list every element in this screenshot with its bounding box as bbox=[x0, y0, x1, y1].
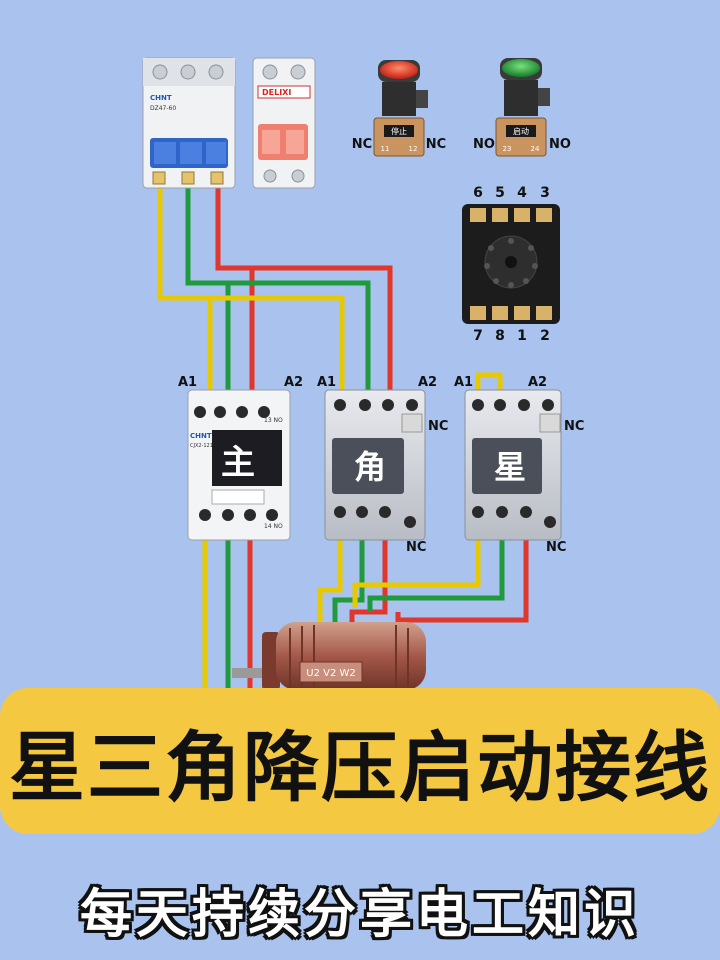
wire-star-out-green bbox=[367, 512, 505, 612]
banner-title: 星三角降压启动接线 bbox=[9, 723, 711, 812]
main-aux-top: 13 NO bbox=[264, 417, 283, 424]
delta-contactor-label: 角 bbox=[354, 448, 386, 486]
main-breaker: CHNT DZ47-60 bbox=[142, 57, 236, 189]
star-aux-bottom: NC bbox=[546, 540, 566, 555]
main-model: CJX2-1210 bbox=[190, 443, 216, 449]
stop-right-term: 12 bbox=[409, 145, 418, 153]
footer-text: 每天持续分享电工知识 bbox=[79, 884, 640, 945]
wire-star-out-yellow bbox=[352, 512, 481, 608]
stop-button-label: 停止 bbox=[391, 126, 407, 136]
stop-button-cap[interactable] bbox=[380, 61, 418, 79]
relay-pin-5: 5 bbox=[495, 185, 505, 201]
motor: U2 V2 W2 bbox=[232, 622, 426, 690]
star-contactor: A1 A2 NC 星 NC bbox=[454, 375, 584, 555]
wire-star-out-red bbox=[395, 512, 529, 623]
star-coil-a1: A1 bbox=[454, 375, 473, 390]
start-button-label: 启动 bbox=[513, 126, 529, 136]
breaker-model: DZ47-60 bbox=[150, 105, 176, 112]
star-contactor-label: 星 bbox=[494, 448, 526, 486]
control-breaker: DELIXI bbox=[252, 57, 316, 189]
wire-l2-green bbox=[185, 185, 231, 405]
stop-button[interactable]: 停止 11 12 NC NC bbox=[352, 60, 446, 157]
start-right-contact: NO bbox=[549, 137, 571, 152]
wire-l1-yellow bbox=[157, 185, 213, 405]
start-left-contact: NO bbox=[473, 137, 495, 152]
star-aux-top: NC bbox=[564, 419, 584, 434]
stop-right-contact: NC bbox=[426, 137, 446, 152]
delta-contactor: A1 A2 NC 角 NC bbox=[317, 375, 448, 555]
breaker-brand: CHNT bbox=[150, 94, 172, 102]
star-coil-a2: A2 bbox=[528, 375, 547, 390]
wire-delta-red bbox=[252, 265, 393, 405]
relay-pin-7: 7 bbox=[473, 328, 483, 344]
delta-aux-top: NC bbox=[428, 419, 448, 434]
main-coil-a1: A1 bbox=[178, 375, 197, 390]
relay-pin-4: 4 bbox=[517, 185, 527, 201]
relay-pin-3: 3 bbox=[540, 185, 550, 201]
relay-pin-1: 1 bbox=[517, 328, 527, 344]
wire-delta-green bbox=[228, 280, 371, 405]
relay-pin-2: 2 bbox=[540, 328, 550, 344]
wire-delta-yellow bbox=[210, 295, 345, 405]
title-banner: 星三角降压启动接线 bbox=[0, 688, 720, 834]
delta-coil-a1: A1 bbox=[317, 375, 336, 390]
wiring-diagram: CHNT DZ47-60 DELIXI 停止 11 12 NC NC bbox=[142, 57, 584, 690]
motor-terminals: U2 V2 W2 bbox=[306, 668, 356, 679]
stop-left-contact: NC bbox=[352, 137, 372, 152]
start-button[interactable]: 启动 23 24 NO NO bbox=[473, 58, 571, 157]
relay-pin-8: 8 bbox=[495, 328, 505, 344]
main-contactor: A1 A2 13 NO CHNT CJX2-1210 主 14 NO bbox=[178, 375, 303, 541]
start-button-cap[interactable] bbox=[502, 59, 540, 77]
main-brand: CHNT bbox=[190, 432, 212, 440]
delta-aux-bottom: NC bbox=[406, 540, 426, 555]
main-aux-bottom: 14 NO bbox=[264, 523, 283, 530]
stop-left-term: 11 bbox=[381, 145, 390, 153]
start-left-term: 23 bbox=[503, 145, 512, 153]
relay-base: 6 5 4 3 7 8 1 2 bbox=[462, 185, 560, 344]
small-breaker-brand: DELIXI bbox=[262, 88, 291, 97]
wire-l3-red bbox=[215, 185, 255, 405]
main-contactor-label: 主 bbox=[221, 443, 255, 483]
main-coil-a2: A2 bbox=[284, 375, 303, 390]
relay-pin-6: 6 bbox=[473, 185, 483, 201]
delta-coil-a2: A2 bbox=[418, 375, 437, 390]
start-right-term: 24 bbox=[531, 145, 540, 153]
